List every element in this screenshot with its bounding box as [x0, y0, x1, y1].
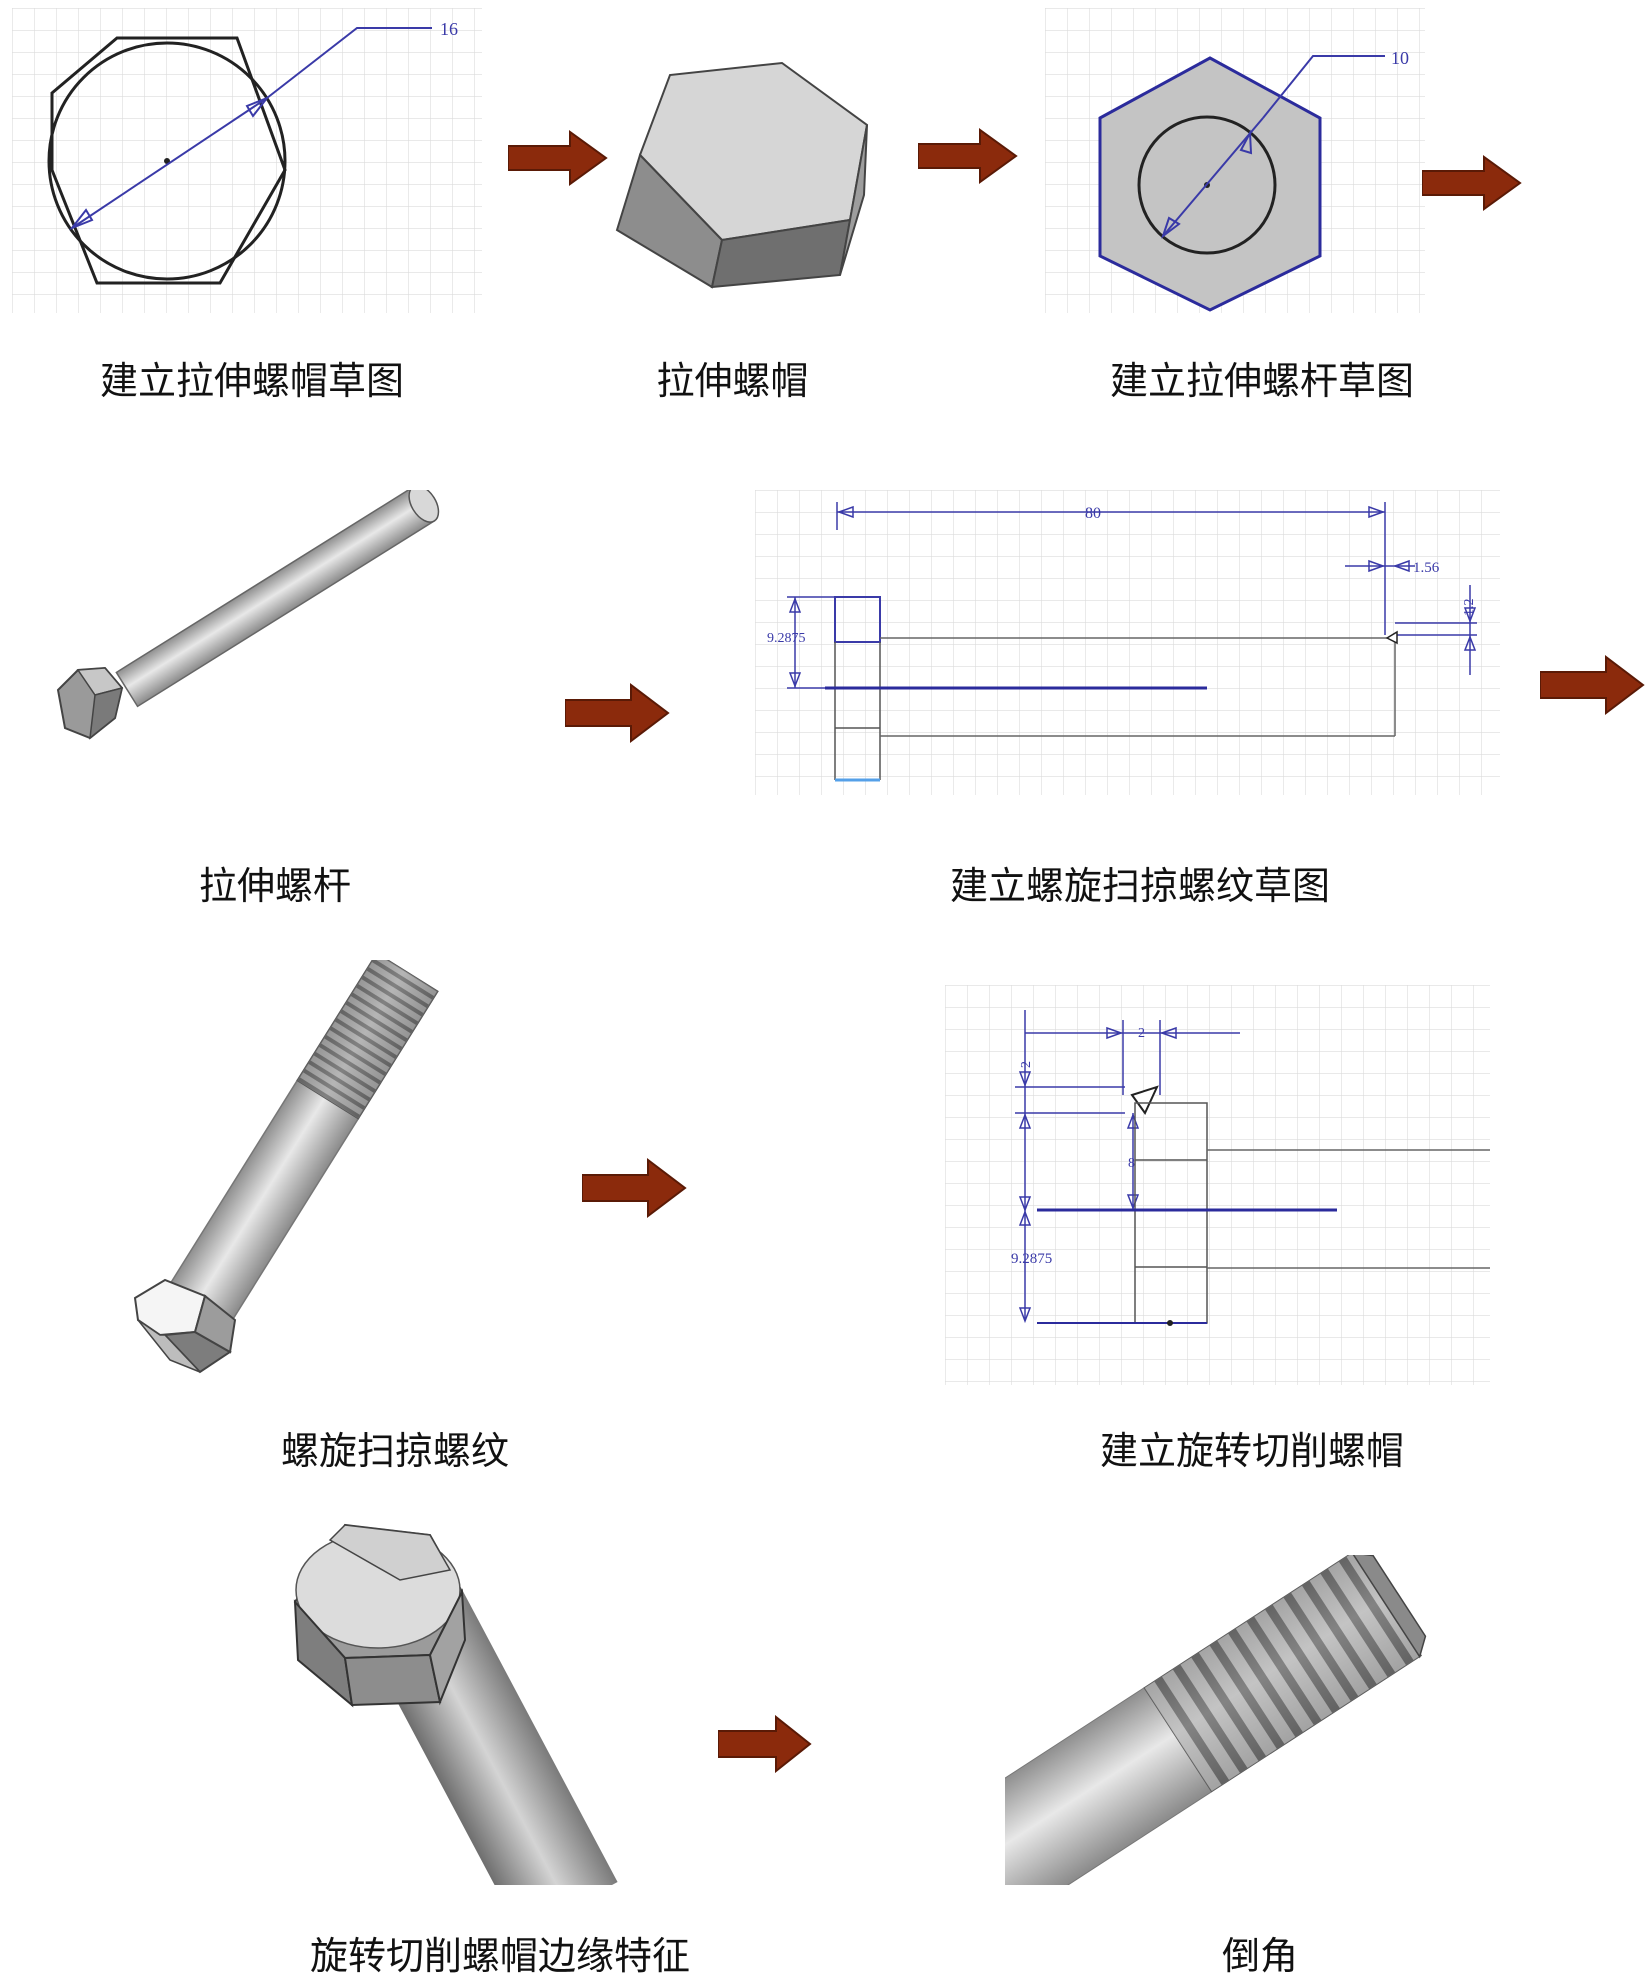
revolve-cut-sketch: 2 2 8 9.2875 [945, 985, 1490, 1385]
arrow-right-icon [718, 1715, 812, 1773]
caption-step-1: 建立拉伸螺帽草图 [100, 359, 405, 403]
hex-nut-extruded [612, 55, 887, 295]
dimension-2-vertical: 2 [1019, 1061, 1034, 1068]
dimension-1-2: 1.2 [1462, 599, 1477, 617]
caption-step-3: 建立拉伸螺杆草图 [1110, 359, 1415, 403]
bolt-head-revolve-cut [290, 1510, 660, 1885]
arrow-right-icon [582, 1158, 687, 1218]
arrow-right-icon [565, 683, 670, 743]
dimension-80: 80 [1085, 505, 1101, 522]
hex-nut-sketch: 16 [12, 8, 482, 313]
caption-step-7: 建立旋转切削螺帽 [1100, 1429, 1405, 1473]
dimension-1-56: 1.56 [1413, 560, 1440, 576]
dimension-10: 10 [1391, 48, 1409, 68]
dimension-8: 8 [1128, 1156, 1135, 1171]
thread-sweep-sketch: 80 1.56 1.2 9.2875 [755, 490, 1500, 795]
caption-step-2: 拉伸螺帽 [656, 359, 809, 403]
rod-sketch: 10 [1045, 8, 1425, 313]
bolt-threaded [130, 960, 550, 1380]
dimension-9-2875: 9.2875 [767, 631, 806, 646]
dimension-2-horizontal: 2 [1138, 1026, 1145, 1041]
dimension-9-2875-b: 9.2875 [1011, 1251, 1052, 1267]
caption-step-5: 建立螺旋扫掠螺纹草图 [950, 864, 1331, 908]
caption-step-9: 倒角 [1221, 1934, 1298, 1978]
dimension-16: 16 [440, 19, 458, 39]
caption-step-8: 旋转切削螺帽边缘特征 [309, 1934, 690, 1978]
thread-chamfer [1005, 1555, 1450, 1885]
caption-step-6: 螺旋扫掠螺纹 [280, 1429, 509, 1473]
arrow-right-icon [1422, 155, 1522, 211]
arrow-right-icon [918, 128, 1018, 184]
bolt-rod-extruded [50, 490, 460, 780]
arrow-right-icon [508, 130, 608, 186]
caption-step-4: 拉伸螺杆 [198, 864, 351, 908]
arrow-right-icon [1540, 655, 1645, 715]
